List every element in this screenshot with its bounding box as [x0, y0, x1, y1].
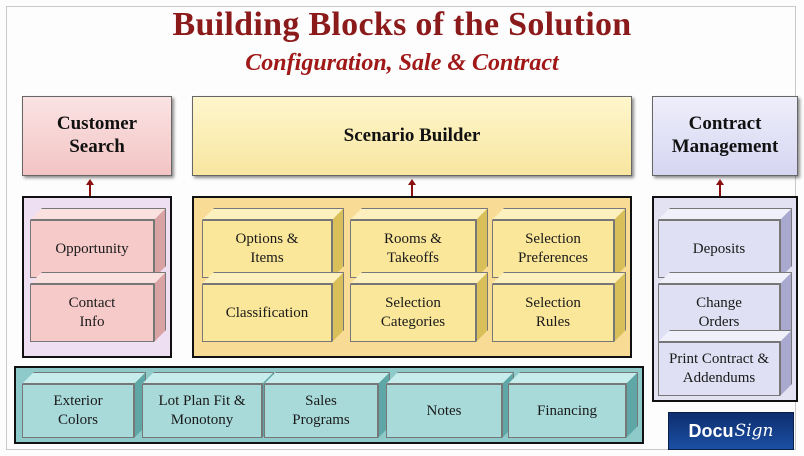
block-opportunity: Opportunity — [30, 208, 166, 278]
block-exterior-colors-label: Exterior Colors — [22, 384, 134, 438]
block-notes-label: Notes — [386, 384, 502, 438]
block-rooms-takeoffs-label: Rooms & Takeoffs — [350, 220, 476, 278]
block-sales-programs: Sales Programs — [264, 372, 390, 438]
arrow-scenario-icon — [408, 179, 416, 185]
customer-search-header: Customer Search — [22, 96, 172, 176]
docusign-logo-part2: Sign — [734, 421, 774, 441]
block-deposits: Deposits — [658, 208, 792, 278]
diagram-title: Building Blocks of the Solution — [172, 6, 632, 43]
arrow-scenario-stem — [411, 184, 413, 196]
block-contact-info: Contact Info — [30, 272, 166, 342]
block-selection-preferences: Selection Preferences — [492, 208, 626, 278]
block-opportunity-label: Opportunity — [30, 220, 154, 278]
block-contact-info-label: Contact Info — [30, 284, 154, 342]
block-financing: Financing — [508, 372, 638, 438]
block-deposits-label: Deposits — [658, 220, 780, 278]
diagram-subtitle: Configuration, Sale & Contract — [245, 50, 559, 76]
arrow-customer-stem — [89, 184, 91, 196]
block-selection-preferences-label: Selection Preferences — [492, 220, 614, 278]
block-lot-plan-fit-label: Lot Plan Fit & Monotony — [142, 384, 262, 438]
block-selection-rules: Selection Rules — [492, 272, 626, 342]
block-classification-label: Classification — [202, 284, 332, 342]
block-options-items: Options & Items — [202, 208, 344, 278]
block-notes: Notes — [386, 372, 514, 438]
block-print-contract-label: Print Contract & Addendums — [658, 342, 780, 396]
block-print-contract: Print Contract & Addendums — [658, 330, 792, 396]
block-selection-categories-label: Selection Categories — [350, 284, 476, 342]
arrow-contract-stem — [719, 184, 721, 196]
contract-management-label: Contract Management — [671, 113, 779, 157]
arrow-customer-icon — [86, 179, 94, 185]
customer-search-label: Customer Search — [56, 113, 138, 157]
block-selection-rules-label: Selection Rules — [492, 284, 614, 342]
block-selection-categories: Selection Categories — [350, 272, 488, 342]
block-classification: Classification — [202, 272, 344, 342]
block-sales-programs-label: Sales Programs — [264, 384, 378, 438]
block-lot-plan-fit: Lot Plan Fit & Monotony — [142, 372, 274, 438]
docusign-logo-part1: Docu — [688, 420, 734, 441]
block-exterior-colors: Exterior Colors — [22, 372, 146, 438]
block-rooms-takeoffs: Rooms & Takeoffs — [350, 208, 488, 278]
scenario-builder-header: Scenario Builder — [192, 96, 632, 176]
contract-management-header: Contract Management — [652, 96, 798, 176]
arrow-contract-icon — [716, 179, 724, 185]
block-options-items-label: Options & Items — [202, 220, 332, 278]
scenario-builder-label: Scenario Builder — [343, 124, 481, 146]
block-financing-label: Financing — [508, 384, 626, 438]
